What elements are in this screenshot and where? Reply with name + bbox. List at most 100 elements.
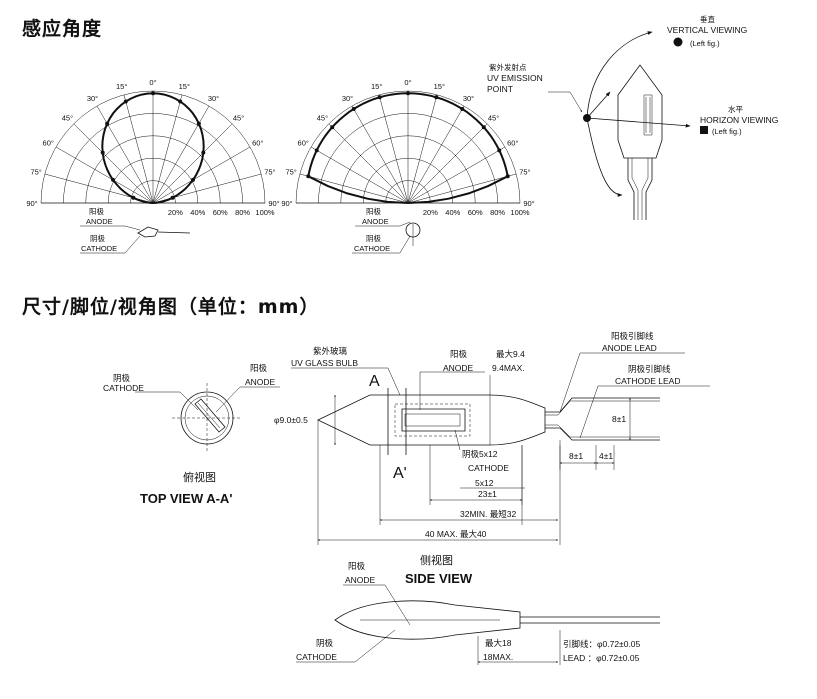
polar-spoke <box>407 146 506 204</box>
polar1-cathode-cn: 阴极 <box>90 233 105 243</box>
polar-angle-label: 75° <box>264 168 275 177</box>
polar-angle-label: 60° <box>252 139 263 148</box>
viewing-angle-diagram: 垂直 VERTICAL VIEWING (Left fig.) 紫外发射点 UV… <box>487 14 778 220</box>
polar-angle-label: 15° <box>434 82 445 91</box>
top-view-cn: 俯视图 <box>183 470 216 484</box>
polar-data-point <box>170 195 175 200</box>
polar-chart-vertical: 0°15°15°30°30°45°45°60°60°75°75°90°90°20… <box>281 78 534 217</box>
polar-angle-label: 75° <box>30 168 41 177</box>
polar-radial-tick: 100% <box>510 208 530 217</box>
anode-lead-cn: 阳极引脚线 <box>611 331 654 341</box>
polar-spoke <box>378 94 409 204</box>
anode-lead-en: ANODE LEAD <box>602 343 657 353</box>
polar-angle-label: 90° <box>268 199 279 208</box>
polar-angle-label: 0° <box>404 78 411 87</box>
cathode-size-cn: 阴极5x12 <box>462 449 498 459</box>
polar-data-point <box>151 91 155 96</box>
polar-spoke <box>96 105 154 204</box>
section-a: A <box>369 373 380 390</box>
top-anode-cn: 阳极 <box>250 363 268 373</box>
horizon-en: HORIZON VIEWING <box>700 115 778 125</box>
polar-data-point <box>377 95 382 100</box>
top-view-en: TOP VIEW A-A' <box>140 491 232 506</box>
side-cathode-cn: 阴极 <box>316 638 334 648</box>
polar-spoke <box>407 123 488 204</box>
polar-data-point <box>497 148 502 153</box>
uv-point-en2: POINT <box>487 84 513 94</box>
side-cathode-en: CATHODE <box>296 652 337 662</box>
phi-diameter: φ9.0±0.5 <box>274 415 308 425</box>
dim-18-en: 18MAX. <box>483 652 513 662</box>
polar-spoke <box>152 105 210 204</box>
polar-angle-label: 90° <box>26 199 37 208</box>
uv-point-en1: UV EMISSION <box>487 73 543 83</box>
dim-18-cn: 最大18 <box>485 638 512 648</box>
side-anode-cn: 阳极 <box>348 561 366 571</box>
mid-anode-en: ANODE <box>443 363 474 373</box>
cathode-lead-en: CATHODE LEAD <box>615 376 681 386</box>
polar-angle-label: 45° <box>317 113 328 122</box>
polar-spoke <box>328 123 409 204</box>
polar-spoke <box>152 123 233 204</box>
polar-radial-tick: 100% <box>255 208 275 217</box>
top-cathode-en: CATHODE <box>103 383 144 393</box>
horizon-fig: (Left fig.) <box>712 127 742 136</box>
section-a-prime: A' <box>393 465 407 482</box>
polar-angle-label: 60° <box>507 139 518 148</box>
polar-spoke <box>351 105 409 204</box>
side-view-cn: 侧视图 <box>420 553 453 567</box>
polar-angle-label: 45° <box>488 113 499 122</box>
horizon-cn: 水平 <box>728 104 743 114</box>
polar-angle-label: 30° <box>342 94 353 103</box>
polar2-cathode-cn: 阴极 <box>366 233 381 243</box>
glass-cn: 紫外玻璃 <box>313 346 348 356</box>
polar1-anode-en: ANODE <box>86 217 113 226</box>
polar-radial-tick: 20% <box>168 208 183 217</box>
sensing-angle-heading: 感应角度 <box>22 18 103 40</box>
polar-data-point <box>406 91 410 96</box>
polar-spoke <box>73 123 154 204</box>
vertical-en: VERTICAL VIEWING <box>667 25 747 35</box>
max-9-4-en: 9.4MAX. <box>492 363 525 373</box>
polar-data-point <box>123 99 128 104</box>
polar-data-point <box>314 148 319 153</box>
polar-angle-label: 15° <box>179 82 190 91</box>
polar-data-point <box>131 195 136 200</box>
polar-angle-label: 75° <box>285 168 296 177</box>
dim-23: 23±1 <box>478 489 497 499</box>
max-9-4-cn: 最大9.4 <box>496 349 525 359</box>
dim-32: 32MIN. 最短32 <box>460 509 516 519</box>
polar2-anode-en: ANODE <box>362 217 389 226</box>
size-5x12: 5x12 <box>475 478 494 488</box>
polar-radial-tick: 80% <box>490 208 505 217</box>
polar-angle-label: 45° <box>233 113 244 122</box>
polar-angle-label: 30° <box>463 94 474 103</box>
lead-diameter-en: LEAD ：φ0.72±0.05 <box>563 653 640 663</box>
polar-data-point <box>481 125 486 130</box>
polar-data-point <box>105 121 110 126</box>
polar-data-point <box>111 177 116 182</box>
polar-radial-tick: 20% <box>423 208 438 217</box>
dim-40: 40 MAX. 最大40 <box>425 529 487 539</box>
polar-spoke <box>407 173 517 204</box>
dim-4: 4±1 <box>599 451 613 461</box>
polar2-legend: 阳极 ANODE 阴极 CATHODE <box>352 206 421 254</box>
dim-8-horizontal: 8±1 <box>569 451 583 461</box>
polar-chart-horizontal: 0°15°15°30°30°45°45°60°60°75°75°90°90°20… <box>26 78 279 217</box>
vertical-cn: 垂直 <box>700 14 715 24</box>
polar-spoke <box>310 146 409 204</box>
lead-diameter-cn: 引脚线：φ0.72±0.05 <box>563 639 641 649</box>
polar-spoke <box>55 146 154 204</box>
polar1-anode-cn: 阳极 <box>89 206 104 216</box>
side-view: 侧视图 SIDE VIEW 阳极 ANODE 阴极 CATHODE 最大18 1… <box>296 553 660 665</box>
polar2-cathode-en: CATHODE <box>354 244 390 253</box>
polar-angle-label: 45° <box>62 113 73 122</box>
polar-angle-label: 90° <box>281 199 292 208</box>
top-cathode-cn: 阴极 <box>113 373 131 383</box>
polar-data-point <box>306 174 311 179</box>
polar-radial-tick: 60% <box>468 208 483 217</box>
mid-anode-cn: 阳极 <box>450 349 468 359</box>
polar-angle-label: 30° <box>87 94 98 103</box>
